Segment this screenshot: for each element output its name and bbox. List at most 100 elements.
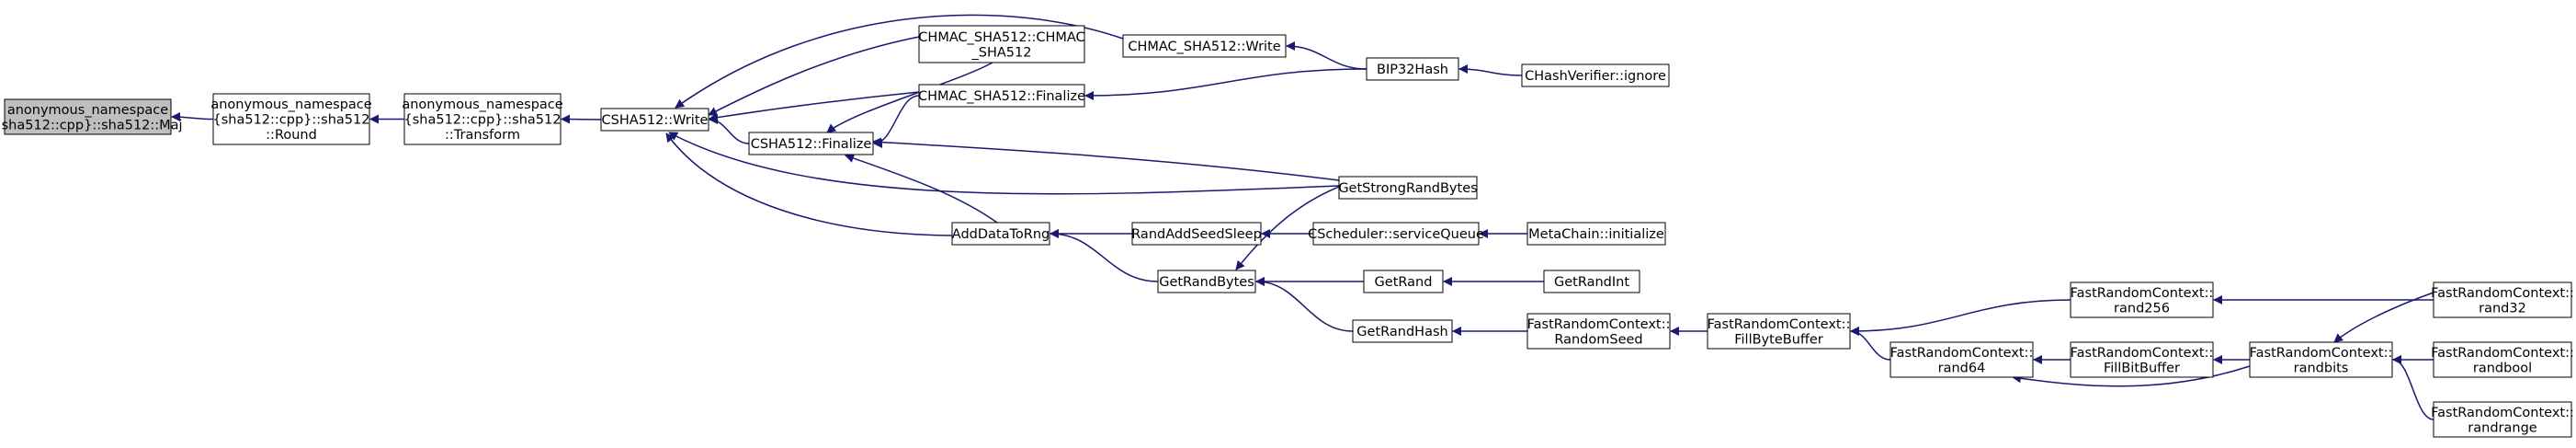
node-transform[interactable]: anonymous_namespace{sha512::cpp}::sha512… <box>402 93 563 145</box>
node-box <box>1521 63 1670 87</box>
node-box <box>918 25 1085 63</box>
node-randbool[interactable]: FastRandomContext::randbool <box>2431 341 2574 378</box>
node-chmac-ctor[interactable]: CHMAC_SHA512::CHMAC_SHA512 <box>918 25 1085 63</box>
node-csha-finalize[interactable]: CSHA512::Finalize <box>748 132 874 155</box>
node-label: randbool <box>2473 361 2532 375</box>
node-label: RandAddSeedSleep <box>1131 227 1262 242</box>
node-label: ::Round <box>266 128 317 143</box>
node-label: anonymous_namespace <box>7 103 168 118</box>
node-randaddseedsleep[interactable]: RandAddSeedSleep <box>1131 222 1262 246</box>
node-box <box>918 84 1085 108</box>
node-box <box>1352 319 1453 343</box>
node-cscheduler[interactable]: CScheduler::serviceQueue <box>1308 222 1484 246</box>
node-layer: anonymous_namespace{sha512::cpp}::sha512… <box>0 25 2574 438</box>
node-box <box>1157 270 1256 293</box>
node-box <box>1889 341 2034 378</box>
node-label: CScheduler::serviceQueue <box>1308 227 1484 242</box>
node-box <box>2249 341 2393 378</box>
node-label: FastRandomContext:: <box>2071 286 2214 301</box>
edge-bip32-to-chmac_write <box>1286 41 1367 70</box>
node-csha-write[interactable]: CSHA512::Write <box>600 108 709 132</box>
node-box <box>1338 176 1478 200</box>
edge-randrange-to-randbits <box>2392 355 2434 420</box>
node-box <box>748 132 874 155</box>
node-getstrong[interactable]: GetStrongRandBytes <box>1338 176 1478 200</box>
node-label: RandomSeed <box>1554 332 1642 347</box>
node-box <box>212 93 370 145</box>
node-chmac-write[interactable]: CHMAC_SHA512::Write <box>1122 34 1287 58</box>
node-box <box>4 98 172 135</box>
node-box <box>1366 57 1459 81</box>
edge-round-to-maj <box>171 112 214 122</box>
node-randbits[interactable]: FastRandomContext::randbits <box>2249 341 2393 378</box>
node-label: FastRandomContext:: <box>2431 286 2574 301</box>
node-adddatatorng[interactable]: AddDataToRng <box>951 222 1050 246</box>
edge-randbits-to-rand64 <box>2012 365 2251 387</box>
node-label: {sha512::cpp}::sha512 <box>213 113 370 128</box>
node-getrand[interactable]: GetRand <box>1363 270 1444 293</box>
edge-chmac_write-to-csha_write <box>675 14 1124 109</box>
node-chashverifier[interactable]: CHashVerifier::ignore <box>1521 63 1670 87</box>
node-label: {sha512::cpp}::sha512::Maj <box>0 118 183 132</box>
node-box <box>1543 270 1640 293</box>
node-getrandint[interactable]: GetRandInt <box>1543 270 1640 293</box>
node-fillbitbuffer[interactable]: FastRandomContext::FillBitBuffer <box>2070 341 2214 378</box>
node-getrandhash[interactable]: GetRandHash <box>1352 319 1453 343</box>
node-label: FastRandomContext:: <box>2431 406 2574 420</box>
edge-getstrong-to-csha_finalize <box>872 137 1340 181</box>
node-round[interactable]: anonymous_namespace{sha512::cpp}::sha512… <box>210 93 372 145</box>
node-box <box>1122 34 1287 58</box>
node-label: rand64 <box>1938 361 1986 375</box>
node-label: randbits <box>2294 361 2349 375</box>
node-label: CSHA512::Write <box>602 113 709 128</box>
node-label: GetRandBytes <box>1159 275 1254 290</box>
node-label: CHashVerifier::ignore <box>1525 69 1666 84</box>
node-label: CHMAC_SHA512::Finalize <box>918 89 1085 104</box>
node-label: anonymous_namespace <box>210 98 371 112</box>
node-label: FastRandomContext:: <box>1708 317 1851 332</box>
edge-rand64-to-fillbytebuffer <box>1850 327 1891 361</box>
node-bip32[interactable]: BIP32Hash <box>1366 57 1459 81</box>
node-label: GetRandHash <box>1356 325 1447 339</box>
node-label: rand32 <box>2479 301 2526 316</box>
edge-adddatatorng-to-csha_write <box>665 132 953 236</box>
node-metachain[interactable]: MetaChain::initialize <box>1526 222 1666 246</box>
node-rand64[interactable]: FastRandomContext::rand64 <box>1889 341 2034 378</box>
edge-layer <box>171 14 2434 420</box>
node-label: FastRandomContext:: <box>2431 346 2574 361</box>
edge-chmac_ctor-to-csha_finalize <box>826 62 993 133</box>
node-randomseed[interactable]: FastRandomContext::RandomSeed <box>1526 313 1671 350</box>
node-box <box>2433 341 2572 378</box>
node-label: FillBitBuffer <box>2104 361 2180 375</box>
node-chmac-finalize[interactable]: CHMAC_SHA512::Finalize <box>918 84 1085 108</box>
node-getrandbytes[interactable]: GetRandBytes <box>1157 270 1256 293</box>
node-label: GetStrongRandBytes <box>1338 181 1477 196</box>
node-maj[interactable]: anonymous_namespace{sha512::cpp}::sha512… <box>0 98 183 135</box>
node-label: ::Transform <box>445 128 520 143</box>
node-label: rand256 <box>2114 301 2170 316</box>
node-box <box>1526 313 1671 350</box>
node-rand32[interactable]: FastRandomContext::rand32 <box>2431 281 2574 318</box>
node-label: CHMAC_SHA512::CHMAC <box>918 30 1084 45</box>
edge-csha_finalize-to-csha_write <box>709 115 750 144</box>
node-box <box>2433 281 2572 318</box>
node-label: _SHA512 <box>971 45 1032 60</box>
node-randrange[interactable]: FastRandomContext::randrange <box>2431 401 2574 438</box>
node-label: FastRandomContext:: <box>2071 346 2214 361</box>
node-box <box>2070 281 2214 318</box>
node-fillbytebuffer[interactable]: FastRandomContext::FillByteBuffer <box>1707 313 1851 350</box>
node-box <box>600 108 709 132</box>
node-label: GetRandInt <box>1554 275 1629 290</box>
edge-rand32-to-randbits <box>2333 292 2434 343</box>
node-label: anonymous_namespace <box>402 98 562 112</box>
node-label: FastRandomContext:: <box>1890 346 2034 361</box>
node-label: CHMAC_SHA512::Write <box>1128 40 1280 54</box>
node-rand256[interactable]: FastRandomContext::rand256 <box>2070 281 2214 318</box>
node-box <box>1526 222 1666 246</box>
edge-adddatatorng-to-csha_finalize <box>845 154 998 224</box>
node-label: randrange <box>2468 420 2536 435</box>
edge-csha_write-to-transform <box>561 114 602 124</box>
node-box <box>403 93 562 145</box>
node-label: FastRandomContext:: <box>2250 346 2393 361</box>
edge-rand256-to-fillbytebuffer <box>1850 299 2071 336</box>
